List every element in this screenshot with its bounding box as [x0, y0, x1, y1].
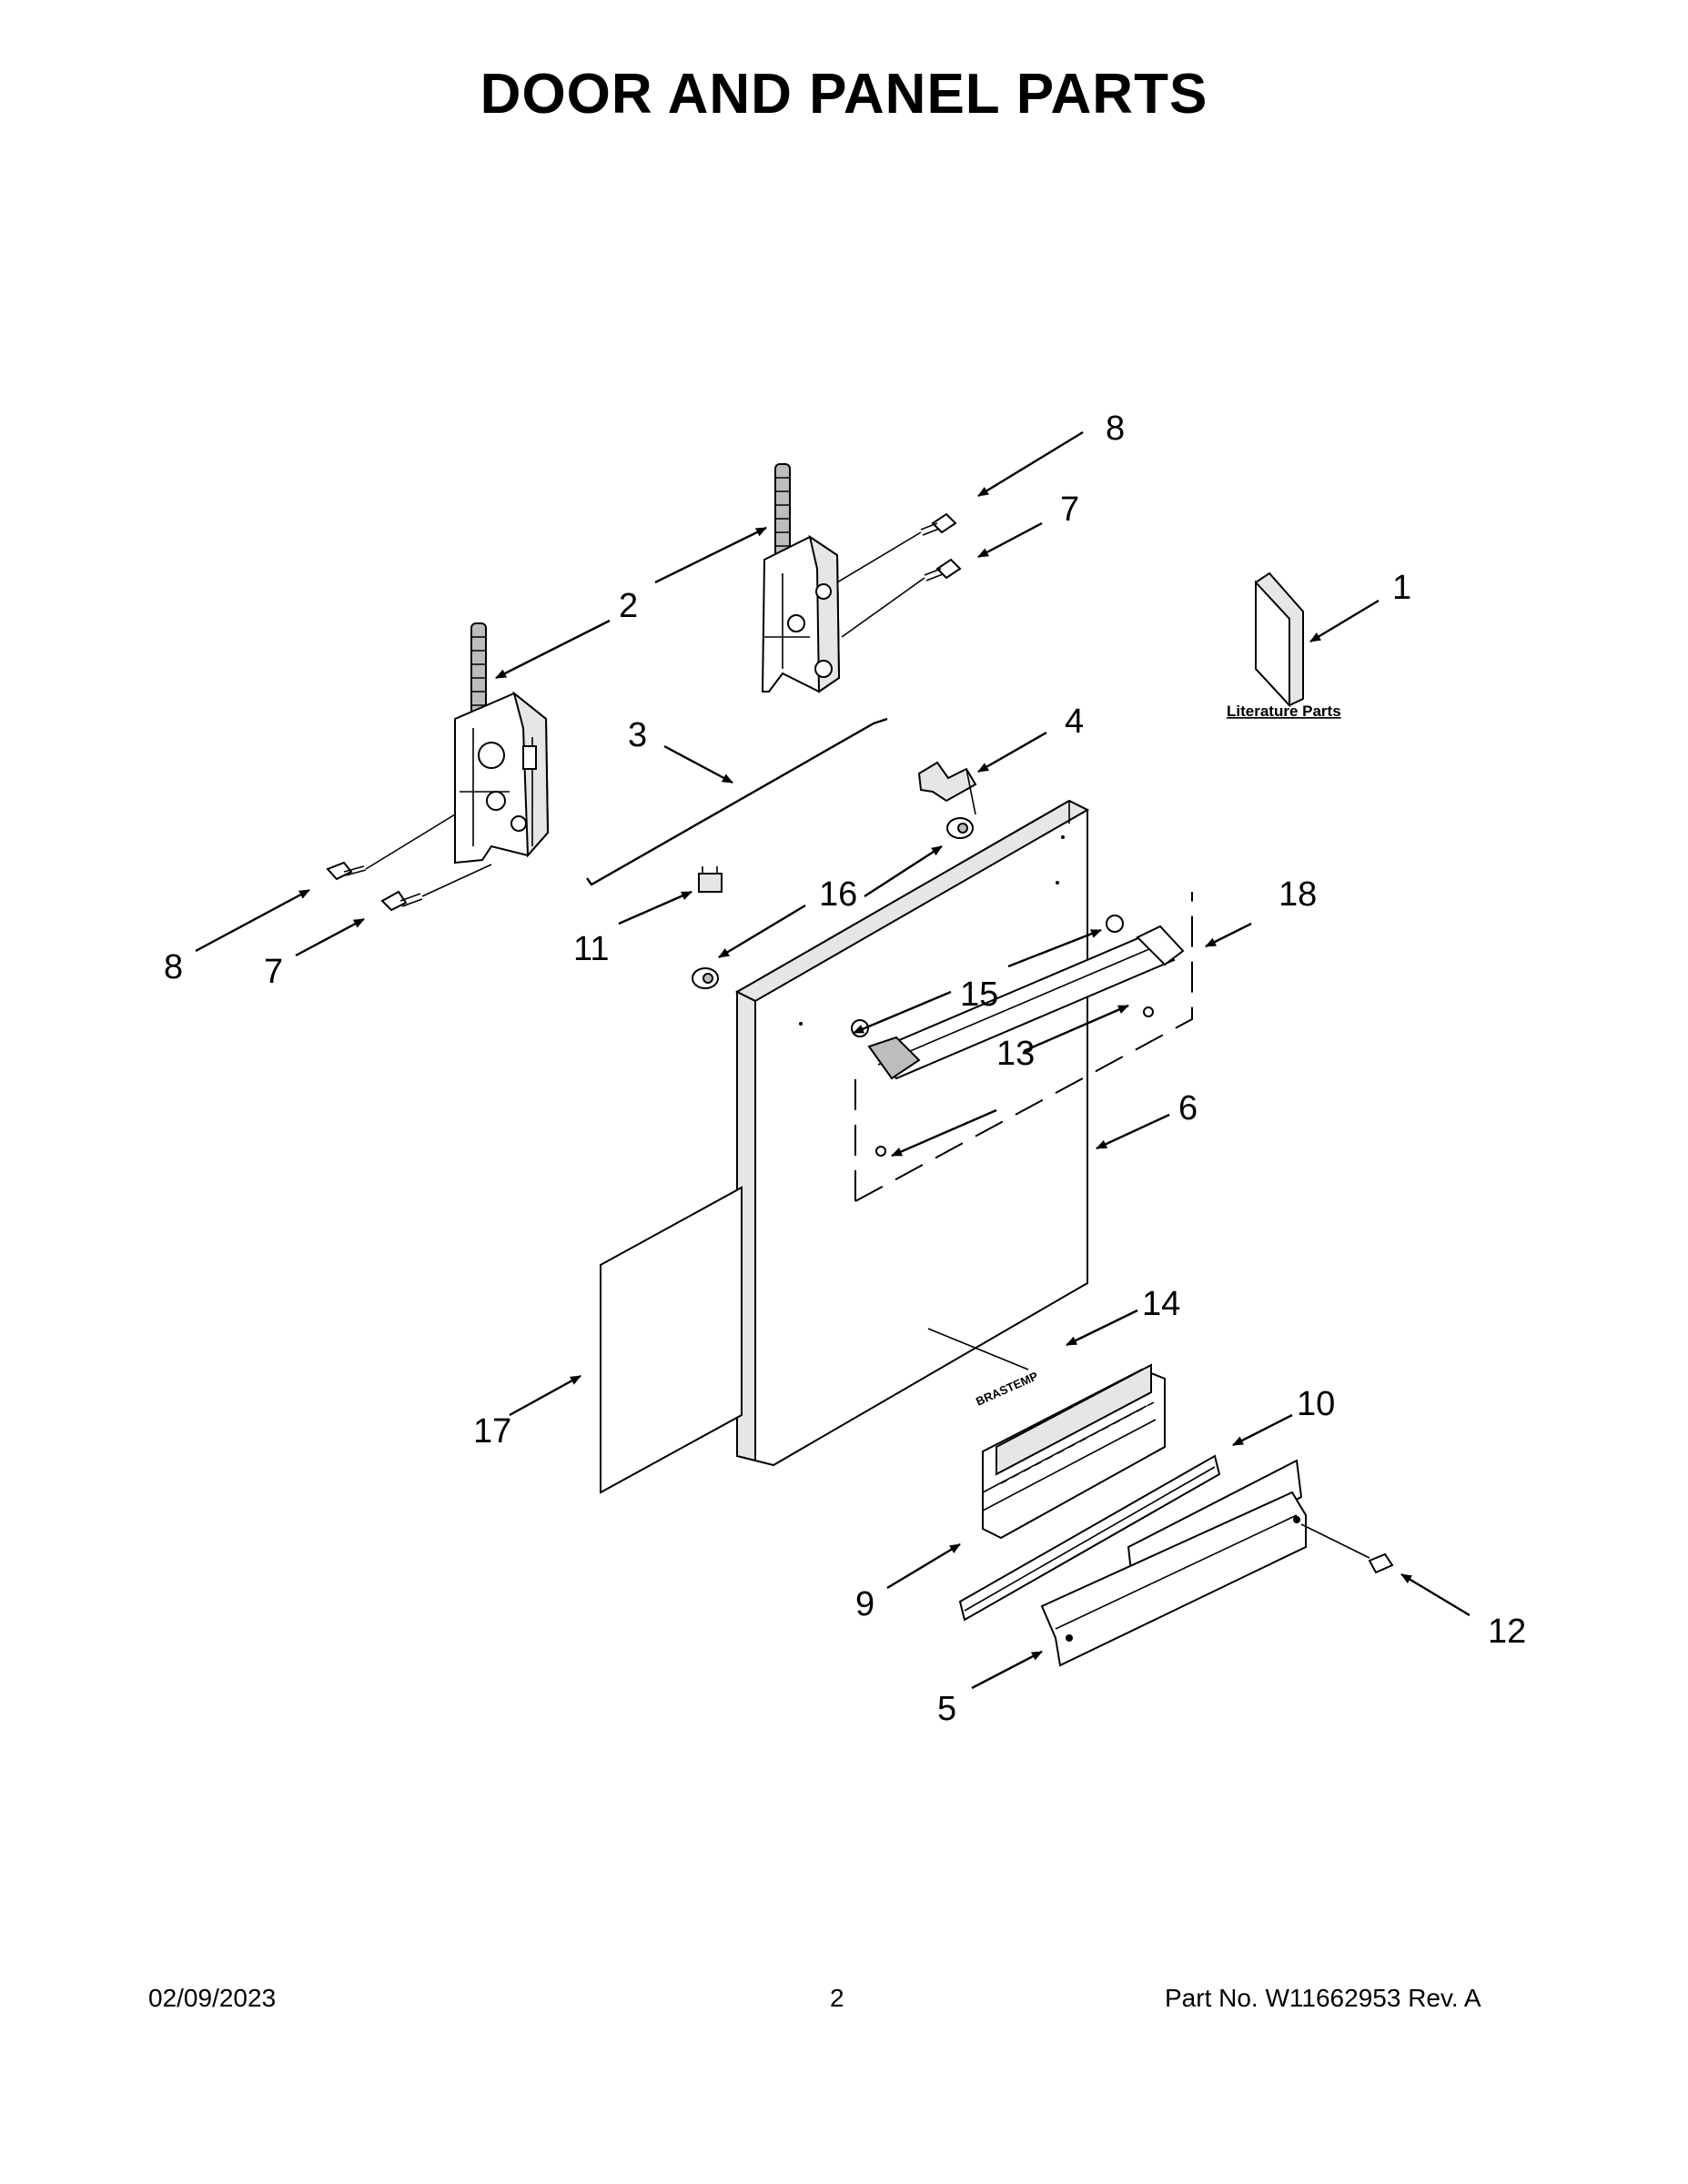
callout-10: 10 — [1297, 1385, 1335, 1423]
callout-2: 2 — [619, 587, 638, 625]
page-title: DOOR AND PANEL PARTS — [480, 63, 1208, 126]
right-hinge — [761, 463, 841, 693]
door-rod — [586, 717, 888, 886]
door-clip — [698, 866, 723, 893]
callout-3: 3 — [628, 716, 647, 754]
callout-9: 9 — [855, 1585, 874, 1623]
callout-8-left: 8 — [164, 948, 183, 986]
callout-5: 5 — [937, 1690, 956, 1728]
screw-left-8 — [326, 814, 456, 881]
kick-panel-insert — [982, 1363, 1166, 1540]
door-bracket — [917, 761, 977, 815]
screw-right-8 — [836, 512, 957, 583]
callout-7-right: 7 — [1060, 490, 1079, 529]
leader-arrows — [195, 430, 1471, 1690]
handle-callout-bracket — [854, 892, 1193, 1202]
footer-date: 02/09/2023 — [148, 1984, 277, 2012]
footer-page-number: 2 — [830, 1984, 844, 2012]
callout-13: 13 — [996, 1035, 1035, 1073]
callout-11: 11 — [573, 930, 609, 968]
insulation-sheet — [600, 1186, 743, 1494]
callout-16: 16 — [819, 875, 857, 914]
callout-12: 12 — [1488, 1613, 1526, 1651]
left-hinge — [454, 622, 550, 864]
callout-7-left: 7 — [264, 953, 283, 991]
door-handle — [799, 881, 1185, 1157]
washer-16-top — [946, 817, 974, 839]
screw-12 — [1300, 1523, 1394, 1574]
callout-8-right: 8 — [1106, 410, 1125, 448]
callout-6: 6 — [1178, 1089, 1198, 1127]
callout-1: 1 — [1392, 569, 1411, 607]
brand-badge-text: BRASTEMP — [974, 1369, 1040, 1409]
footer-part-number: Part No. W11662953 Rev. A — [1165, 1984, 1481, 2012]
callout-4: 4 — [1065, 703, 1084, 741]
brand-badge: BRASTEMP — [974, 1369, 1040, 1409]
screw-left-7 — [380, 864, 492, 912]
callout-18: 18 — [1279, 875, 1317, 914]
literature-parts-booklet: Literature Parts — [1227, 571, 1341, 720]
callout-15: 15 — [960, 976, 998, 1014]
washer-16-left — [692, 967, 719, 989]
bottom-bracket — [1040, 1491, 1307, 1667]
literature-parts-label: Literature Parts — [1227, 703, 1341, 720]
screw-right-7 — [841, 558, 962, 638]
callout-17: 17 — [473, 1412, 511, 1451]
door-panel — [734, 799, 1090, 1467]
callout-14: 14 — [1142, 1285, 1180, 1323]
